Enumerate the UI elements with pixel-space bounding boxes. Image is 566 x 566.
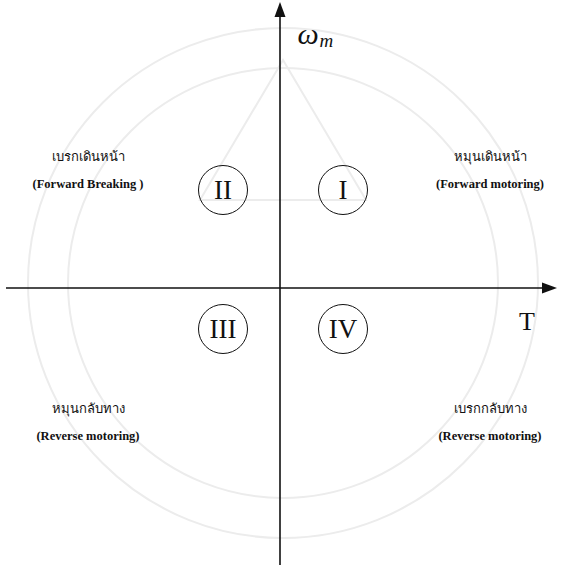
quadrant-title: หมุนเดินหน้า <box>454 150 527 164</box>
axis-arrowhead <box>275 2 286 17</box>
quadrant-title: เบรกเดินหน้า <box>52 150 125 164</box>
axis-arrowhead <box>542 283 557 294</box>
quadrant-title: (Forward motoring) <box>436 178 544 192</box>
quadrant-title: หมุนกลับทาง <box>52 402 125 416</box>
quadrant-title: (Reverse motoring) <box>438 430 541 444</box>
speed-axis <box>279 14 281 565</box>
axis-symbol: ω <box>297 17 318 50</box>
quadrant-number: I <box>339 177 348 204</box>
quadrant-number: II <box>214 177 232 204</box>
seal-ring <box>28 28 538 538</box>
quadrant-circle: I <box>318 165 368 215</box>
torque-axis <box>6 287 544 289</box>
axis-symbol: T <box>519 308 535 337</box>
quadrant-title: (Forward Breaking ) <box>33 178 144 192</box>
quadrant-circle: IV <box>318 304 368 354</box>
axis-subscript: m <box>320 31 334 52</box>
quadrant-circle: II <box>198 165 248 215</box>
quadrant-number: III <box>210 316 237 343</box>
quadrant-title: เบรกกลับทาง <box>454 402 527 416</box>
watermark-seal <box>28 28 538 538</box>
quadrant-number: IV <box>329 316 358 343</box>
quadrant-circle: III <box>198 304 248 354</box>
quadrant-title: (Reverse motoring) <box>36 430 139 444</box>
